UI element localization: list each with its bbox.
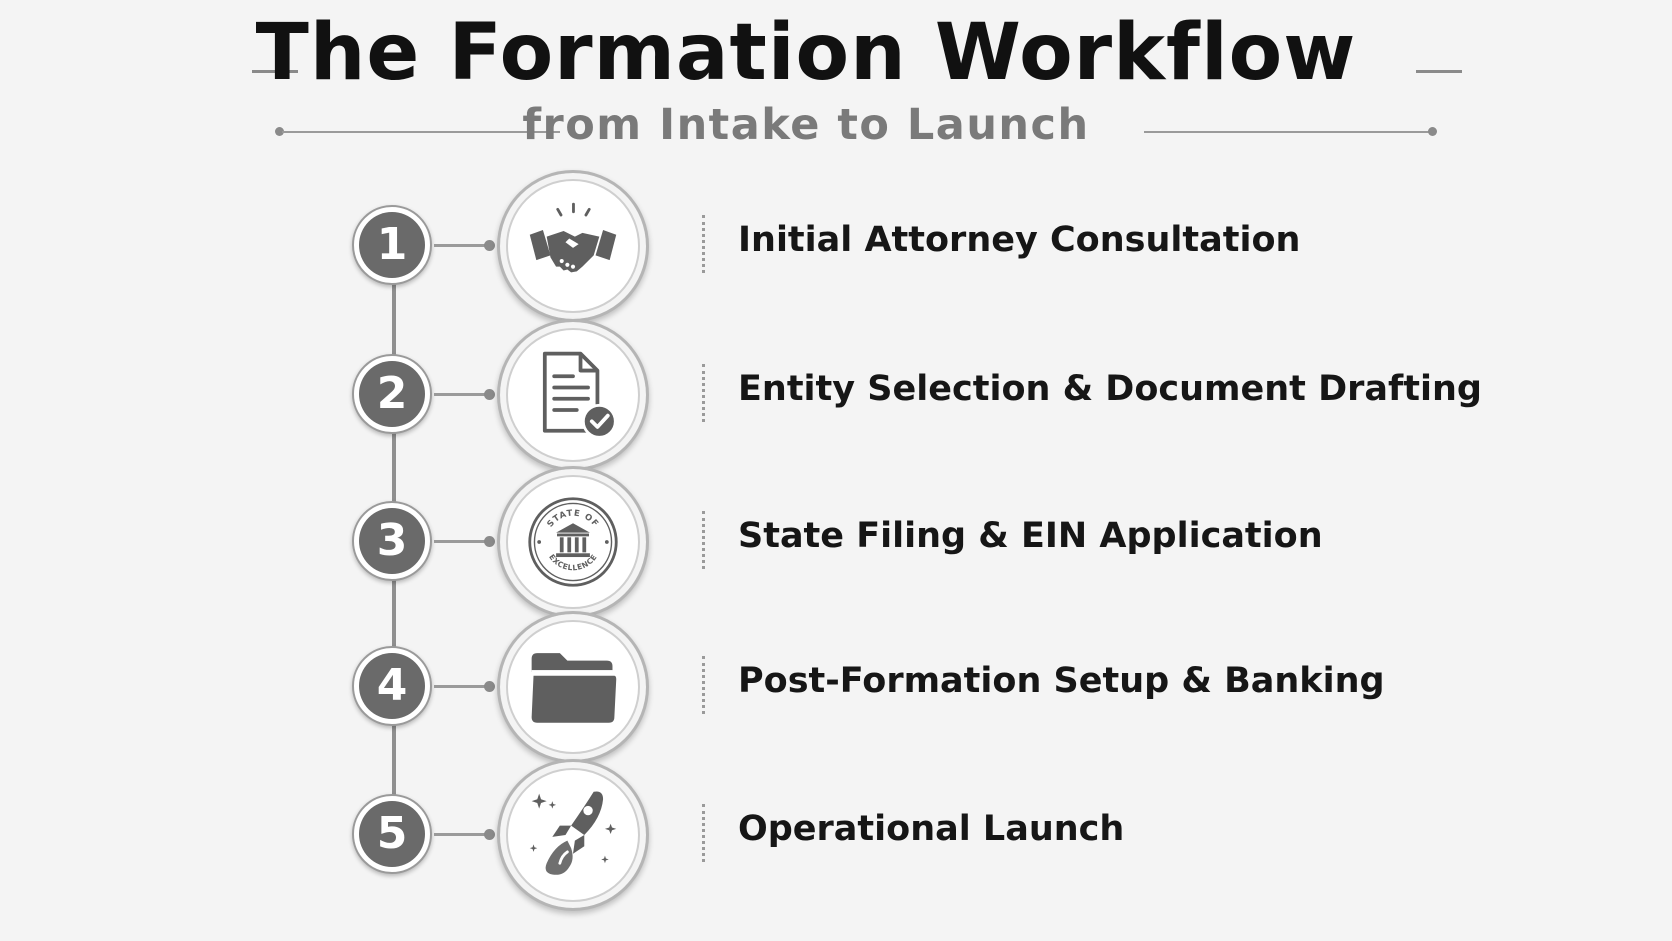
step-number-badge: 3 bbox=[352, 501, 432, 581]
subtitle-left-dot bbox=[275, 127, 284, 136]
step-label: Operational Launch bbox=[738, 809, 1125, 849]
subtitle-left-line bbox=[282, 131, 560, 133]
page-subtitle: from Intake to Launch bbox=[522, 100, 1090, 150]
step-icon-circle bbox=[497, 319, 649, 471]
document-check-icon bbox=[542, 351, 617, 439]
step-divider bbox=[702, 215, 705, 273]
step-icon-circle bbox=[497, 611, 649, 763]
workflow-step-3: 3 STATE OF EXCELLENCE bbox=[0, 466, 1672, 618]
step-number: 2 bbox=[359, 361, 425, 427]
step-number-badge: 1 bbox=[352, 205, 432, 285]
page-title: The Formation Workflow bbox=[255, 8, 1357, 98]
step-number: 3 bbox=[359, 508, 425, 574]
step-icon-circle bbox=[497, 170, 649, 322]
handshake-icon bbox=[529, 202, 617, 273]
step-connector-dot bbox=[484, 389, 495, 400]
folder-icon bbox=[531, 653, 617, 723]
step-divider bbox=[702, 511, 705, 569]
step-connector bbox=[434, 540, 490, 543]
step-number-badge: 2 bbox=[352, 354, 432, 434]
step-number-badge: 4 bbox=[352, 646, 432, 726]
step-connector-dot bbox=[484, 681, 495, 692]
step-label: State Filing & EIN Application bbox=[738, 516, 1323, 556]
workflow-step-2: 2 Entity Selection & Document Drafting bbox=[0, 319, 1672, 471]
subtitle-right-line bbox=[1144, 131, 1430, 133]
step-connector bbox=[434, 833, 490, 836]
step-label: Entity Selection & Document Drafting bbox=[738, 369, 1482, 409]
step-connector-dot bbox=[484, 829, 495, 840]
workflow-step-5: 5 Operational Lau bbox=[0, 759, 1672, 911]
step-icon-circle: STATE OF EXCELLENCE bbox=[497, 466, 649, 618]
step-connector bbox=[434, 244, 490, 247]
step-connector-dot bbox=[484, 536, 495, 547]
step-label: Post-Formation Setup & Banking bbox=[738, 661, 1385, 701]
workflow-step-4: 4 Post-Formation Setup & Banking bbox=[0, 611, 1672, 763]
step-number: 5 bbox=[359, 801, 425, 867]
title-left-dash bbox=[252, 70, 298, 73]
step-label: Initial Attorney Consultation bbox=[738, 220, 1301, 260]
subtitle-row: from Intake to Launch bbox=[0, 100, 1612, 160]
subtitle-right-dot bbox=[1428, 127, 1437, 136]
step-number: 1 bbox=[359, 212, 425, 278]
state-seal-icon: STATE OF EXCELLENCE bbox=[528, 497, 618, 587]
step-icon-circle bbox=[497, 759, 649, 911]
step-divider bbox=[702, 804, 705, 862]
step-number-badge: 5 bbox=[352, 794, 432, 874]
step-divider bbox=[702, 364, 705, 422]
step-connector bbox=[434, 393, 490, 396]
workflow-step-1: 1 Init bbox=[0, 170, 1672, 322]
step-connector-dot bbox=[484, 240, 495, 251]
step-connector bbox=[434, 685, 490, 688]
step-divider bbox=[702, 656, 705, 714]
title-right-dash bbox=[1416, 70, 1462, 73]
step-number: 4 bbox=[359, 653, 425, 719]
rocket-icon bbox=[529, 791, 617, 875]
